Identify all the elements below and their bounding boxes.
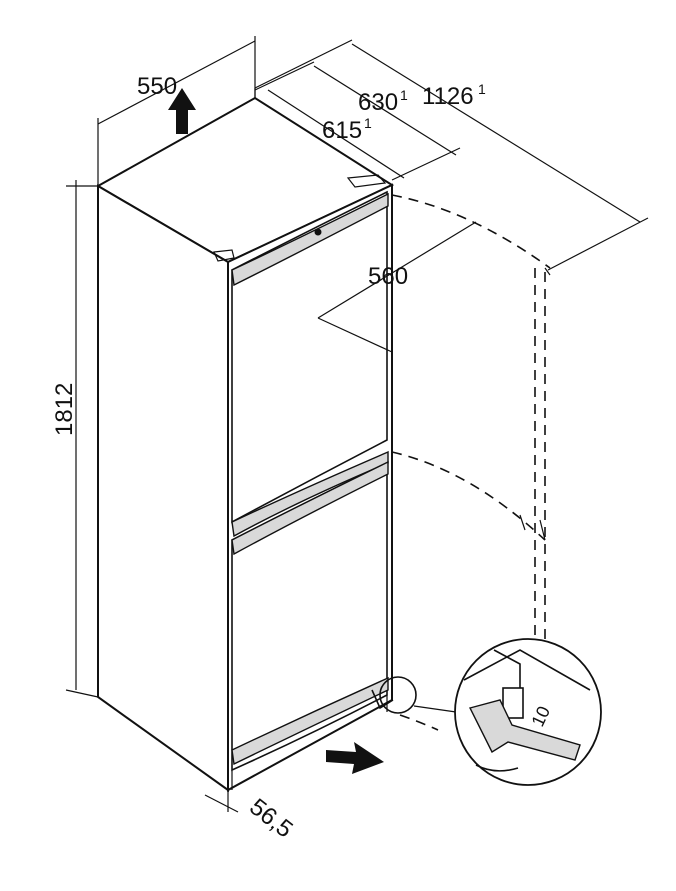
dim-inner-depth-label: 560 — [368, 263, 408, 290]
right-arrow-icon — [326, 742, 384, 774]
dim-height-label: 1812 — [51, 383, 78, 436]
upper-door — [213, 174, 389, 538]
lock-icon — [314, 228, 322, 236]
dim-depth-label: 615 — [322, 117, 362, 144]
dim-depth-total-note: 1 — [478, 81, 486, 97]
rotate-arrow-icon — [475, 764, 519, 772]
dim-depth-note: 1 — [364, 115, 372, 131]
dim-depth-door-open-label: 630 — [358, 89, 398, 116]
up-arrow-icon — [168, 88, 196, 134]
dimension-lines — [65, 36, 649, 813]
door-open-outline — [391, 194, 551, 731]
dim-foot-offset-label: 56,5 — [244, 793, 297, 843]
dim-depth-total-label: 1126 — [422, 83, 474, 110]
foot-detail-marker — [379, 676, 417, 714]
wrench-icon — [468, 699, 581, 761]
dim-width-label: 550 — [137, 73, 177, 100]
foot-adjust-detail — [413, 638, 602, 786]
dim-depth-door-open-note: 1 — [400, 87, 408, 103]
lower-door — [231, 460, 417, 790]
direction-arrows — [168, 88, 384, 774]
